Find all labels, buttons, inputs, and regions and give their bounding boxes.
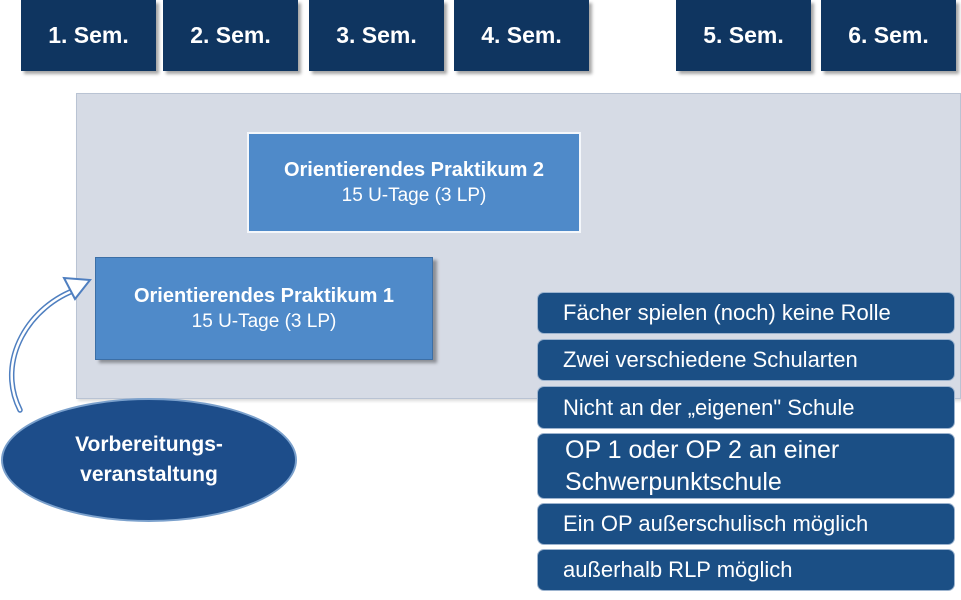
semester-3-header: 3. Sem. [309,0,444,71]
preparation-line-1: Vorbereitungs- [75,433,223,456]
note-outside-rlp: außerhalb RLP möglich [537,549,955,591]
note-extracurricular: Ein OP außerschulisch möglich [537,503,955,545]
note-school-types-text: Zwei verschiedene Schularten [563,347,858,372]
semester-4-header: 4. Sem. [454,0,589,71]
practicum-1-subtitle: 15 U-Tage (3 LP) [191,310,337,332]
note-subjects-text: Fächer spielen (noch) keine Rolle [563,300,891,325]
note-own-school-text: Nicht an der „eigenen" Schule [563,394,855,420]
preparation-event-ellipse: Vorbereitungs- veranstaltung [1,398,297,522]
practicum-1-title: Orientierendes Praktikum 1 [133,284,395,307]
semester-6-header: 6. Sem. [821,0,956,71]
note-outside-rlp-text: außerhalb RLP möglich [563,557,793,582]
practicum-2-subtitle: 15 U-Tage (3 LP) [341,184,487,206]
note-focus-school: OP 1 oder OP 2 an einer Schwerpunktschul… [537,433,955,499]
semester-2-header: 2. Sem. [163,0,298,71]
note-extracurricular-text: Ein OP außerschulisch möglich [563,511,869,536]
note-focus-school-line-2: Schwerpunktschule [565,468,782,496]
semester-1-header: 1. Sem. [21,0,156,71]
note-own-school: Nicht an der „eigenen" Schule [537,386,955,429]
preparation-line-2: veranstaltung [80,463,218,486]
practicum-2-box: Orientierendes Praktikum 2 15 U-Tage (3 … [247,132,581,233]
practicum-1-box: Orientierendes Praktikum 1 15 U-Tage (3 … [95,257,433,360]
note-subjects: Fächer spielen (noch) keine Rolle [537,292,955,334]
note-focus-school-line-1: OP 1 oder OP 2 an einer [565,436,840,464]
practicum-2-title: Orientierendes Praktikum 2 [283,158,545,181]
semester-5-header: 5. Sem. [676,0,811,71]
note-school-types: Zwei verschiedene Schularten [537,339,955,381]
